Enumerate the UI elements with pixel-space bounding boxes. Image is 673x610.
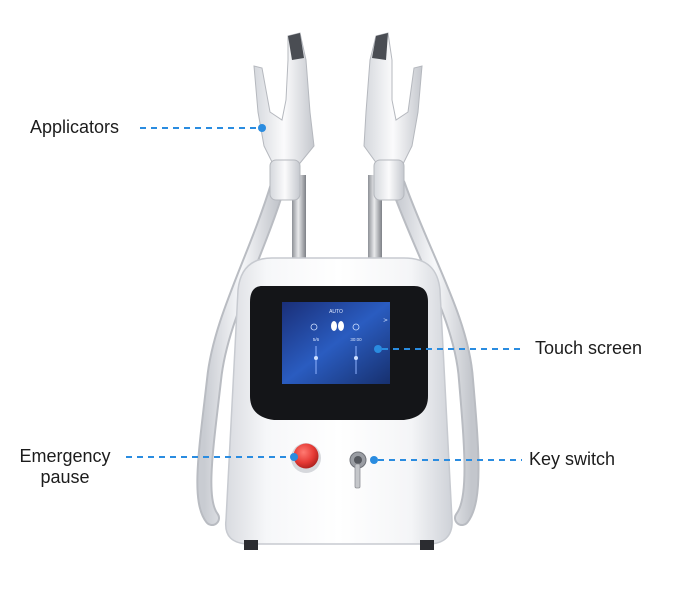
applicator-left[interactable] <box>253 32 315 201</box>
callout-applicators <box>140 124 266 132</box>
emergency-label-line1: Emergency <box>19 446 111 466</box>
hose-right <box>390 177 480 526</box>
applicators-label: Applicators <box>30 117 120 137</box>
hose-left <box>196 177 286 526</box>
screen-mode-label: AUTO <box>329 309 343 315</box>
callout-touch-screen <box>374 345 522 353</box>
emergency-label-line2: pause <box>40 467 90 487</box>
key-switch-label: Key switch <box>529 449 616 469</box>
touch-screen[interactable]: AUTO 5/6 30:00 > <box>282 302 390 384</box>
screen-left-value: 5/6 <box>313 337 320 342</box>
applicator-right[interactable] <box>363 32 423 201</box>
screen-right-icon <box>352 323 360 331</box>
screen-right-value: 30:00 <box>350 337 362 342</box>
emergency-pause-button[interactable] <box>291 443 321 473</box>
screen-next-arrow[interactable]: > <box>383 317 388 324</box>
screen-applicator-icon <box>331 321 337 331</box>
emergency-pause-label: Emergency pause <box>12 446 118 488</box>
callout-key-switch <box>370 456 522 464</box>
device-body <box>224 257 453 550</box>
key-switch[interactable] <box>349 451 367 489</box>
screen-left-icon <box>310 323 318 331</box>
callout-emergency <box>126 453 298 461</box>
touch-screen-label: Touch screen <box>535 338 643 358</box>
